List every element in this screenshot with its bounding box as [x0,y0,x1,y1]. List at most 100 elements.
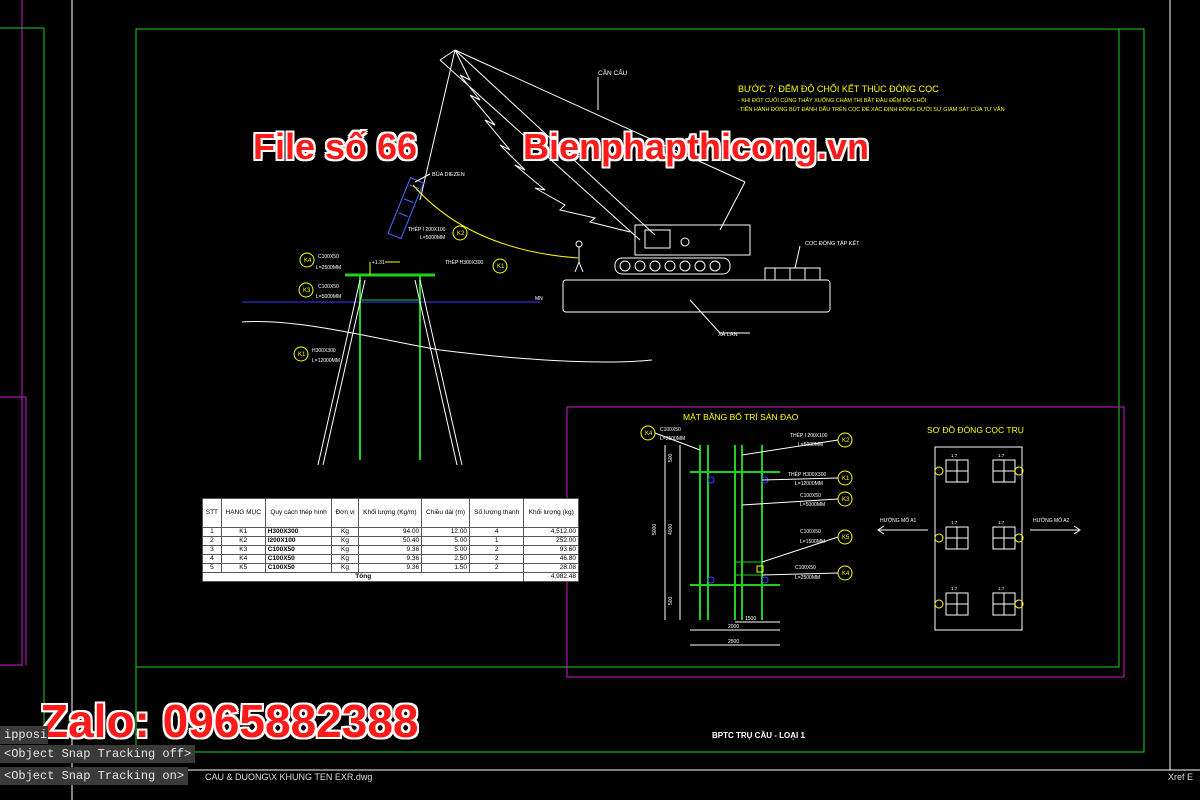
table-header-cell: Chiều dài (m) [421,498,470,528]
direction-a1: HƯỚNG MỐ A1 [880,517,917,524]
svg-text:K1: K1 [497,264,505,270]
command-history-line-2: <Object Snap Tracking on> [0,767,189,785]
table-cell: 94.00 [357,527,423,537]
table-cell: K5 [220,563,266,573]
label-k3-c: C100X50 [318,284,339,290]
table-cell: 1.50 [421,563,470,573]
table-cell: 2 [468,554,525,564]
label-barge: XÀ LAN [718,331,738,338]
table-header-cell: HẠNG MỤC [220,498,266,528]
xref-tab[interactable]: Xref E [1168,772,1194,782]
label-elevation: +1.31 [372,260,385,266]
plan-k4-len: L=2500MM [660,436,685,442]
table-cell: K3 [220,545,266,555]
label-crane: CẦN CẨU [598,67,628,77]
command-history-line-1: <Object Snap Tracking off> [0,745,196,763]
crane-drawing [387,49,831,334]
slope-label-5: 1:7 [951,586,958,591]
table-cell: 50.40 [357,536,423,546]
svg-text:K3: K3 [303,288,311,294]
table-cell: C100X50 [264,554,333,564]
svg-text:K4: K4 [645,431,653,437]
plan-k4b: C100X50 [795,565,816,571]
plan-k2: THÉP I 200X100 [790,432,828,439]
table-cell: 1 [202,527,222,537]
plan-k2-len: L=5000MM [798,442,823,448]
label-k4-len: L=2500MM [316,265,341,271]
direction-a2: HƯỚNG MỐ A2 [1033,517,1070,524]
label-k2-steel: THÉP I 200X100 [408,226,446,233]
label-water-level: MN [535,296,543,302]
drawing-area-frame [135,28,1120,668]
label-k4-c: C100X50 [318,254,339,260]
slope-label-1: 1:7 [951,453,958,458]
label-k1b-h: H300X300 [312,348,336,354]
step-title: BƯỚC 7: ĐẾM ĐỘ CHỐI KẾT THÚC ĐÓNG CỌC [738,83,939,94]
table-cell: 9.36 [357,545,423,555]
svg-text:K4: K4 [842,571,850,577]
table-cell: 28.08 [523,563,579,573]
table-cell: 2 [468,563,525,573]
table-cell: 2 [468,545,525,555]
watermark-file-number: File số 66 [253,126,418,167]
watermark-website: Bienphapthicong.vn [523,126,869,167]
label-pile-stack: CỌC ĐÓNG TẬP KẾT [805,240,860,247]
plan-magenta-frame [566,406,1125,678]
pile-layout-title: SƠ ĐỒ ĐÓNG CỌC TRỤ [927,424,1024,435]
table-header-cell: Khối lượng (Kg/m) [357,498,423,528]
table-header-cell: Số lượng thanh [468,498,525,528]
table-total-label: Tổng [201,572,525,582]
plan-k1-len: L=12000MM [795,481,823,487]
slope-label-2: 1:7 [998,453,1005,458]
table-cell: K2 [220,536,266,546]
table-cell: 9.36 [357,554,423,564]
table-cell: C100X50 [264,545,333,555]
file-path-tab[interactable]: CAU & DUONG\X KHUNG TEN EXR.dwg [205,772,373,782]
plan-k5: C100X50 [800,529,821,535]
dim-5000: 5000 [652,524,658,535]
table-cell: 252.00 [523,536,579,546]
dim-2000: 2000 [728,624,739,630]
sheet-footer-title: BPTC TRỤ CẦU - LOẠI 1 [712,730,805,740]
elevation-callouts [293,225,508,362]
svg-text:K2: K2 [457,231,465,237]
table-cell: 5 [202,563,222,573]
svg-text:K2: K2 [842,438,850,444]
table-cell: Kg [331,554,359,564]
svg-text:K3: K3 [842,497,850,503]
table-cell: K1 [220,527,266,537]
table-header-cell: Quy cách thép hình [264,498,333,528]
table-header-cell: Đơn vị [331,498,359,528]
table-cell: 3 [202,545,222,555]
label-k1b-len: L=12000MM [312,358,340,364]
table-cell: 1 [468,536,525,546]
svg-text:K1: K1 [298,352,306,358]
watermark-zalo-phone: Zalo: 0965882388 [40,695,419,747]
table-cell: 4,512.00 [523,527,579,537]
plan-view [640,425,853,646]
dim-1500: 1500 [745,616,756,622]
table-total-value: 4,982.48 [523,572,579,582]
table-cell: 2.50 [421,554,470,564]
plan-k4-c: C100X50 [660,427,681,433]
plan-k5-len: L=1500MM [800,539,825,545]
step-line-1: - KHI ĐÓT CUỐI CÙNG THẤY XUỐNG CHẬM THÌ … [738,96,927,104]
table-cell: I200X100 [264,536,333,546]
plan-k1: THÉP H300X300 [788,471,826,478]
dim-500-bottom: 500 [668,596,674,605]
dim-4000: 4000 [668,524,674,535]
table-cell: H300X300 [264,527,333,537]
table-header-cell: Khối lượng (kg) [523,498,579,528]
dim-500-top: 500 [668,453,674,462]
table-cell: K4 [220,554,266,564]
table-cell: 12.00 [421,527,470,537]
table-cell: Kg [331,563,359,573]
table-cell: Kg [331,545,359,555]
table-cell: C100X50 [264,563,333,573]
slope-label-4: 1:7 [998,520,1005,525]
